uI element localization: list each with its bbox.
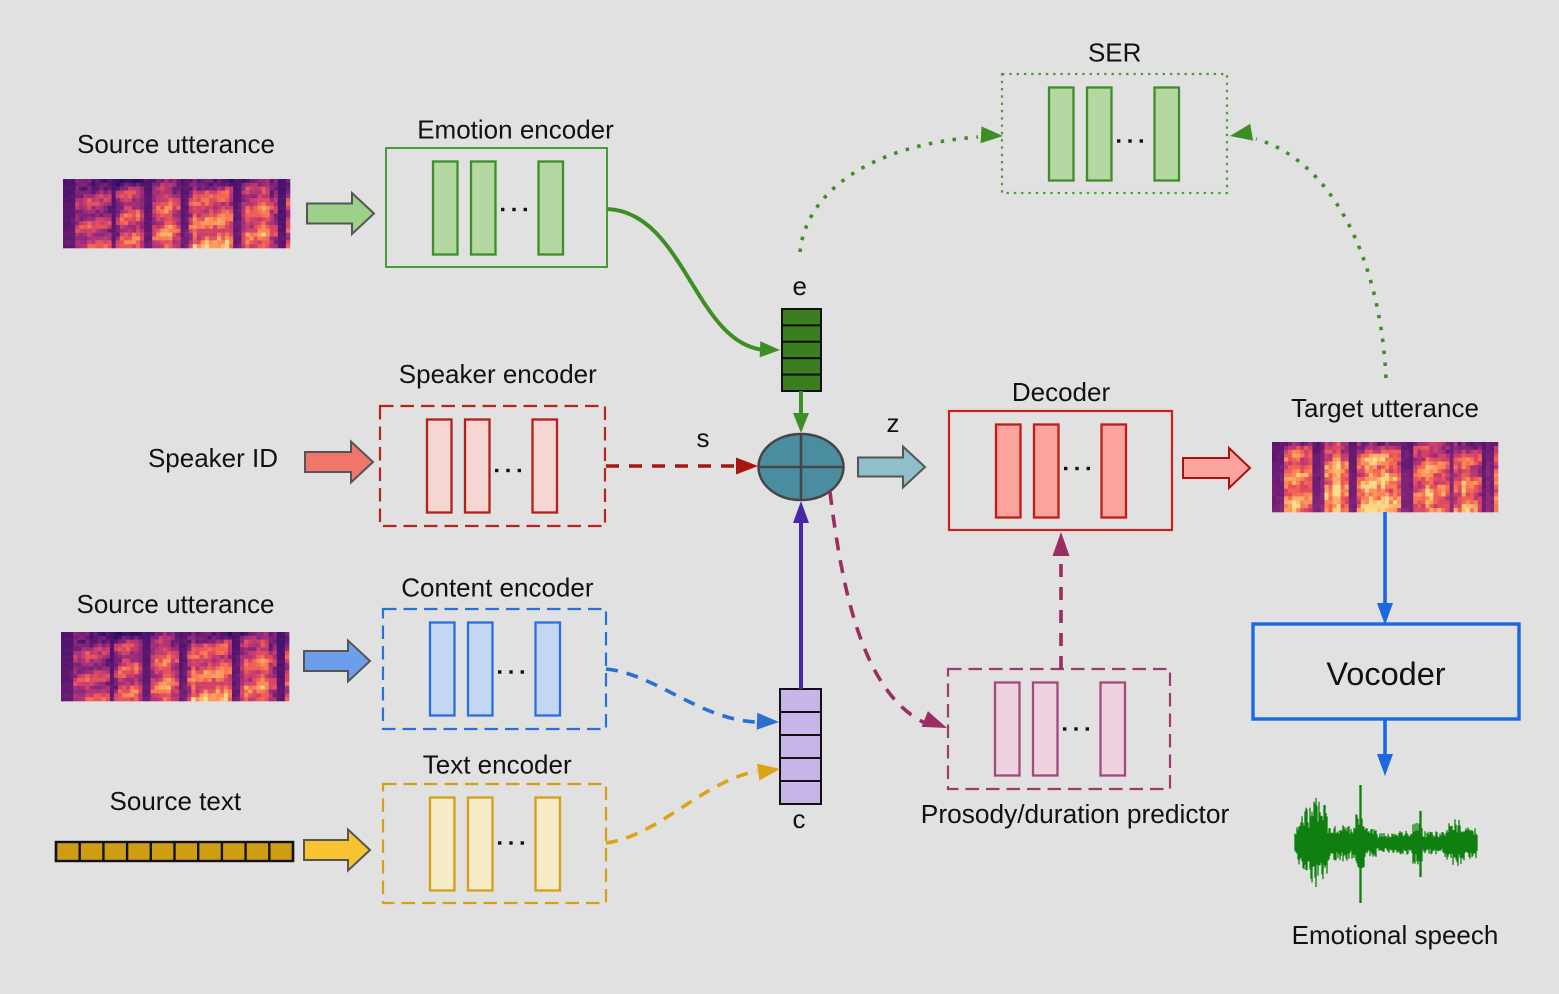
svg-text:Target utterance: Target utterance — [1291, 393, 1479, 423]
svg-text:Emotion encoder: Emotion encoder — [417, 115, 614, 145]
svg-text:e: e — [792, 271, 806, 301]
svg-text:Content encoder: Content encoder — [401, 573, 594, 603]
svg-text:Speaker ID: Speaker ID — [148, 443, 278, 473]
svg-text:SER: SER — [1088, 38, 1141, 68]
svg-text:Source text: Source text — [110, 786, 242, 816]
svg-text:Text encoder: Text encoder — [423, 750, 572, 780]
svg-text:Prosody/duration predictor: Prosody/duration predictor — [921, 799, 1230, 829]
svg-text:Source utterance: Source utterance — [77, 129, 275, 159]
svg-text:c: c — [793, 804, 806, 834]
svg-text:Speaker encoder: Speaker encoder — [399, 359, 597, 389]
svg-text:Vocoder: Vocoder — [1326, 656, 1445, 692]
svg-text:z: z — [887, 408, 900, 438]
svg-text:Decoder: Decoder — [1012, 377, 1111, 407]
svg-text:Emotional speech: Emotional speech — [1292, 920, 1499, 950]
svg-text:Source utterance: Source utterance — [76, 589, 274, 619]
svg-text:s: s — [697, 423, 710, 453]
